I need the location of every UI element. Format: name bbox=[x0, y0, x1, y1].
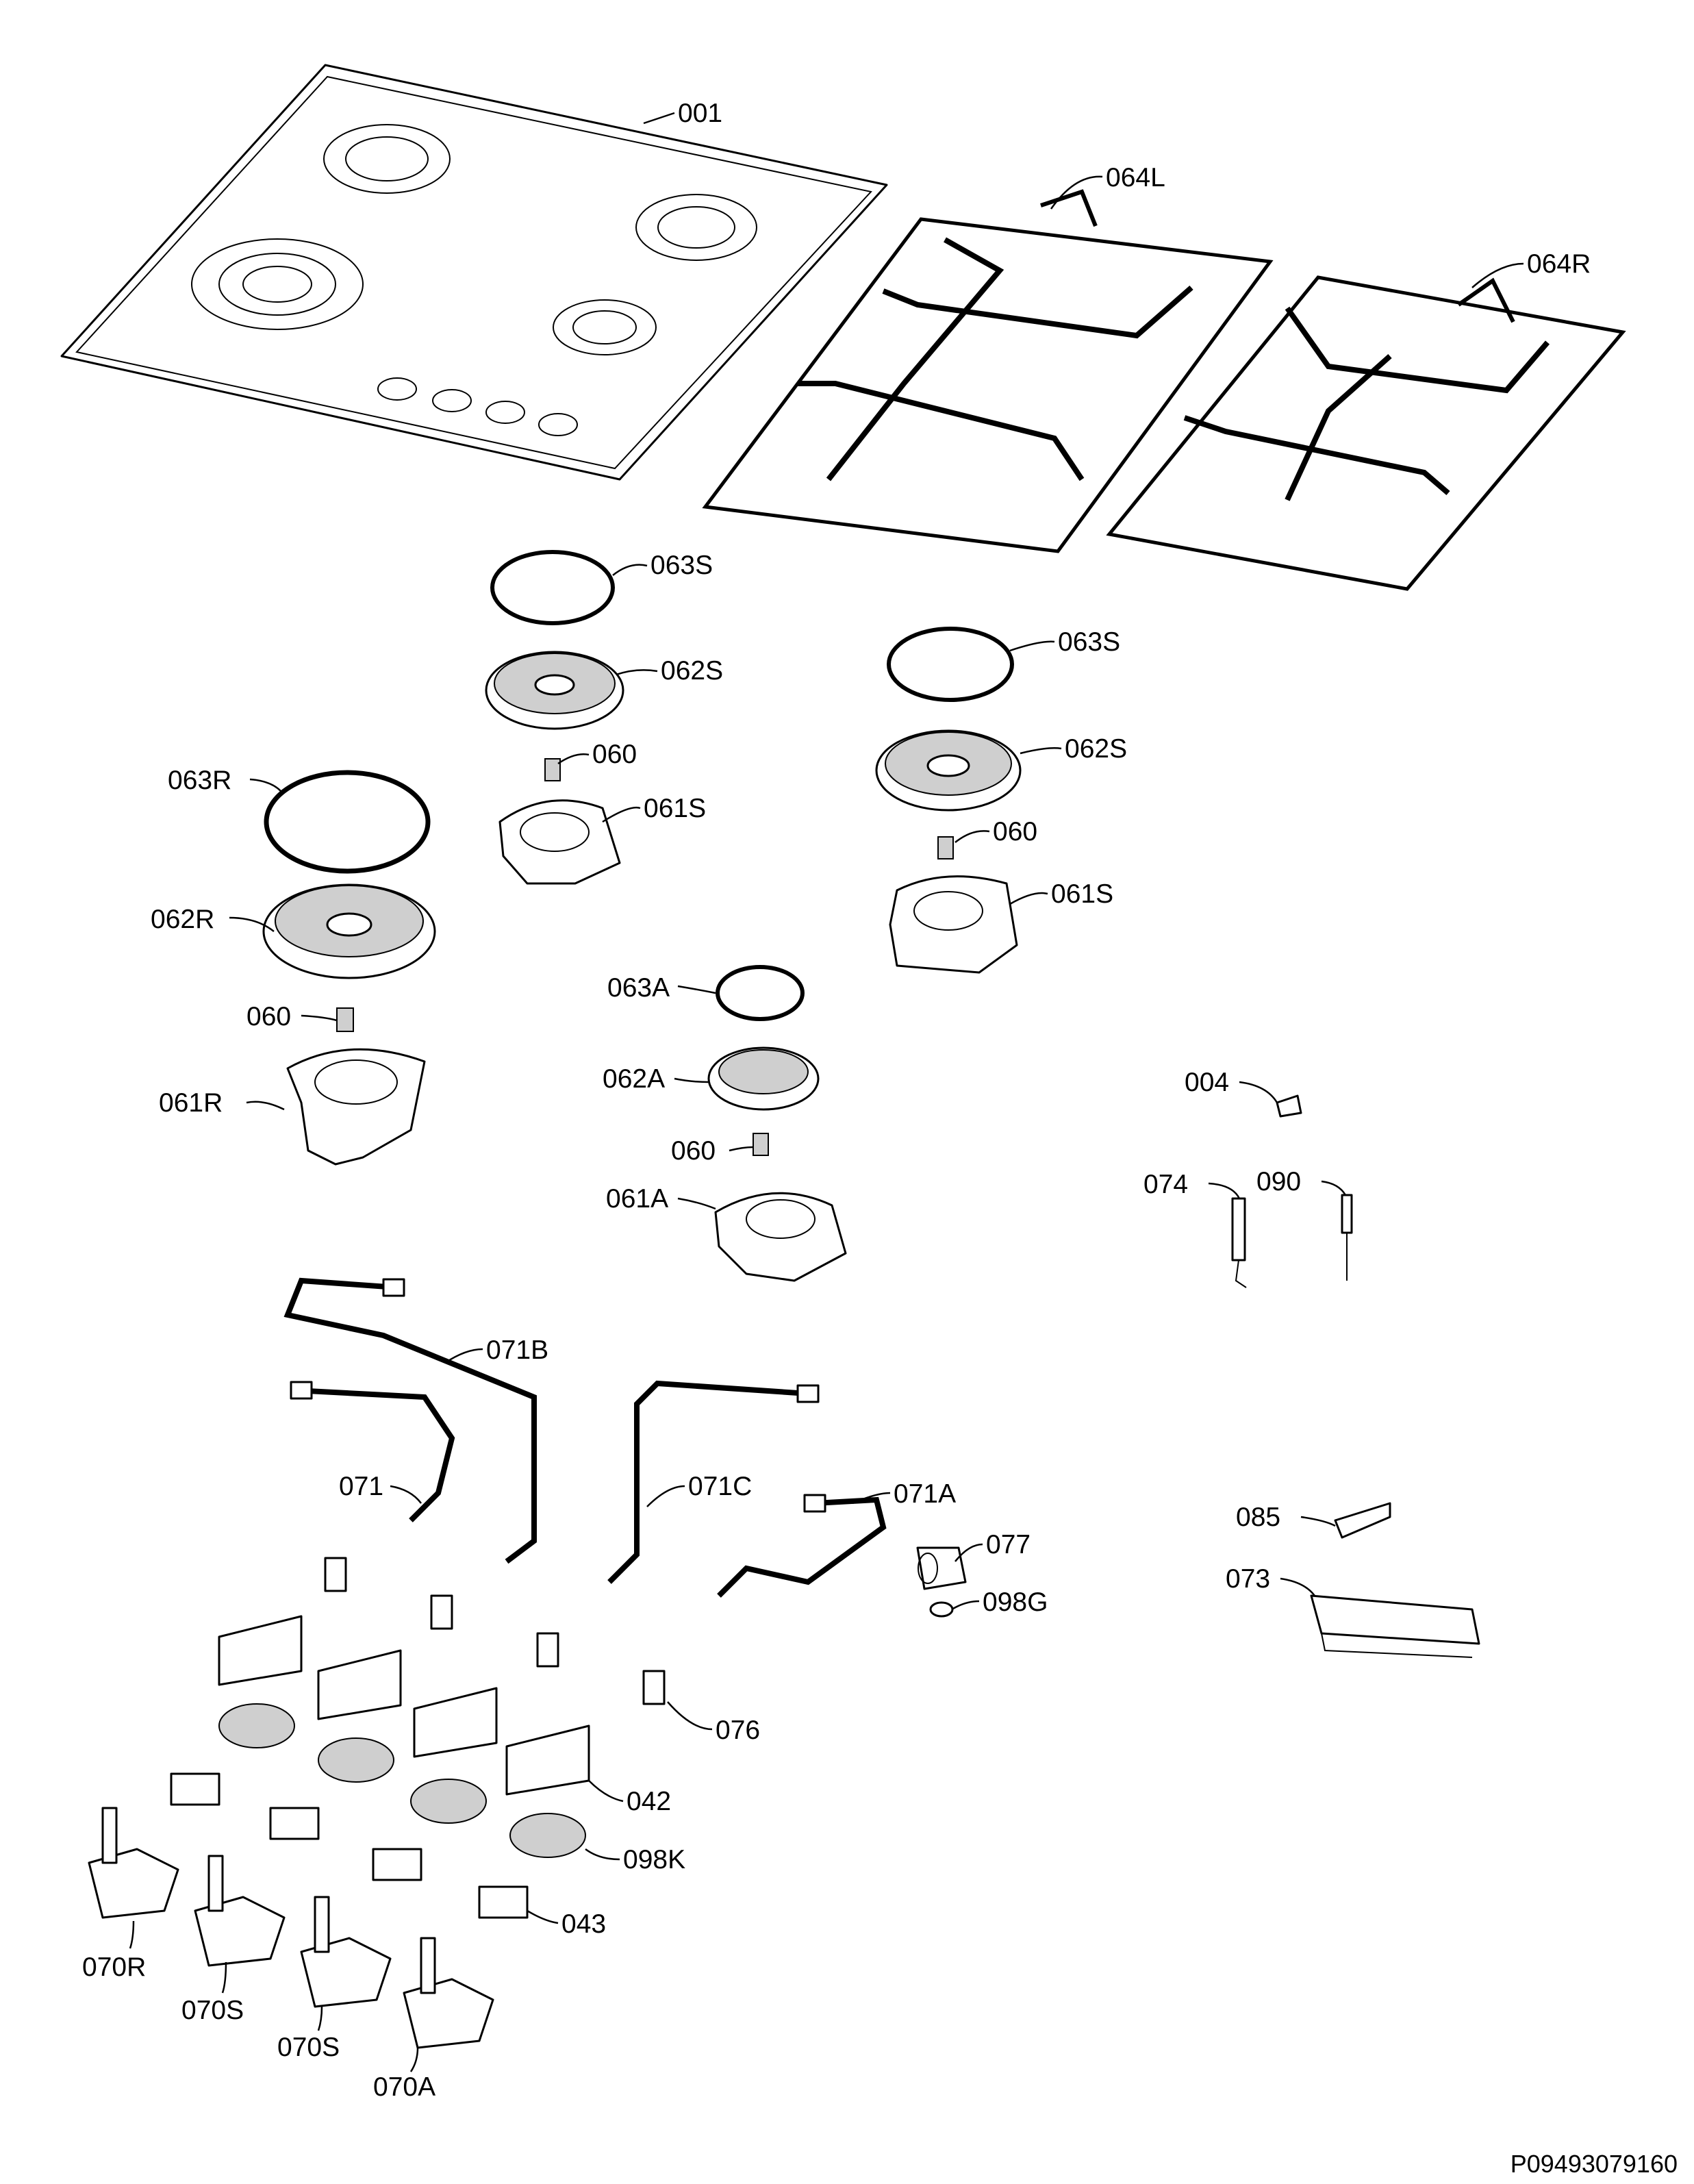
label-061A: 061A bbox=[606, 1184, 668, 1214]
label-076: 076 bbox=[716, 1716, 760, 1745]
label-064L: 064L bbox=[1106, 163, 1165, 192]
label-001: 001 bbox=[678, 99, 722, 128]
label-062S-2: 062S bbox=[1065, 734, 1127, 764]
label-070S-2: 070S bbox=[277, 2033, 340, 2062]
spark-generator-073 bbox=[1310, 1594, 1480, 1658]
label-070S-1: 070S bbox=[181, 1996, 244, 2025]
label-061S-1: 061S bbox=[644, 794, 706, 823]
label-062R: 062R bbox=[151, 905, 214, 934]
burner-rapid bbox=[262, 770, 436, 1166]
label-073: 073 bbox=[1226, 1564, 1270, 1594]
label-071A: 071A bbox=[894, 1479, 956, 1509]
seal-098G bbox=[929, 1601, 954, 1618]
label-074: 074 bbox=[1143, 1170, 1188, 1199]
label-071: 071 bbox=[339, 1472, 383, 1501]
label-070R: 070R bbox=[82, 1953, 146, 1982]
label-077: 077 bbox=[986, 1530, 1031, 1559]
microswitch-085 bbox=[1334, 1502, 1391, 1539]
label-085: 085 bbox=[1236, 1503, 1280, 1532]
label-060-3: 060 bbox=[246, 1002, 291, 1031]
label-061R: 061R bbox=[159, 1088, 223, 1118]
knobs-042 bbox=[218, 1615, 590, 1796]
label-098K: 098K bbox=[623, 1845, 685, 1874]
pan-support-right bbox=[1106, 275, 1626, 591]
elbow-077 bbox=[916, 1546, 967, 1590]
knob-brackets-076 bbox=[324, 1557, 666, 1705]
label-090: 090 bbox=[1256, 1167, 1301, 1196]
clip-004 bbox=[1276, 1094, 1302, 1118]
leader-lines bbox=[129, 112, 1524, 2072]
bezels-098K bbox=[218, 1703, 586, 1858]
label-060-1: 060 bbox=[592, 740, 637, 769]
drawing-code: P09493079160 bbox=[1510, 2150, 1678, 2178]
label-064R: 064R bbox=[1527, 249, 1591, 279]
thermocouple-090 bbox=[1341, 1194, 1353, 1281]
burner-semi-rapid-2 bbox=[875, 627, 1022, 974]
label-060-2: 060 bbox=[993, 817, 1037, 846]
burner-auxiliary bbox=[707, 965, 847, 1282]
gas-valves-070 bbox=[88, 1807, 494, 2049]
label-071B: 071B bbox=[486, 1335, 548, 1365]
callout-labels: 001 064L 064R 063S 062S 060 061S 063S 06… bbox=[82, 99, 1678, 2178]
label-063A: 063A bbox=[607, 973, 670, 1003]
label-063S-1: 063S bbox=[650, 551, 713, 580]
label-063R: 063R bbox=[168, 766, 231, 795]
label-062S-1: 062S bbox=[661, 656, 723, 686]
label-071C: 071C bbox=[688, 1472, 752, 1501]
label-061S-2: 061S bbox=[1051, 879, 1113, 909]
label-062A: 062A bbox=[603, 1064, 665, 1094]
label-070A: 070A bbox=[373, 2072, 435, 2102]
hob-top-plate bbox=[60, 64, 888, 481]
microswitches-043 bbox=[170, 1772, 529, 1919]
label-043: 043 bbox=[561, 1909, 606, 1939]
label-060-4: 060 bbox=[671, 1136, 716, 1166]
label-063S-2: 063S bbox=[1058, 627, 1120, 657]
gas-pipes bbox=[283, 1277, 887, 1598]
label-042: 042 bbox=[627, 1787, 671, 1816]
pan-support-left bbox=[702, 189, 1274, 553]
burner-semi-rapid-1 bbox=[485, 550, 624, 885]
label-098G: 098G bbox=[983, 1587, 1048, 1617]
spark-electrode-074 bbox=[1231, 1197, 1247, 1288]
label-004: 004 bbox=[1185, 1068, 1229, 1097]
